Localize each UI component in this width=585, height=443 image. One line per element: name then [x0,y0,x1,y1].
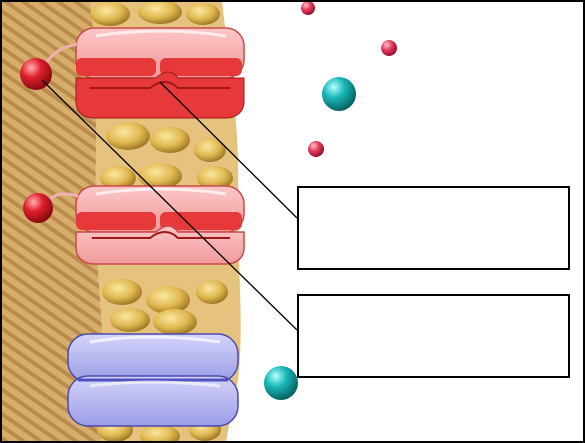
ligand-bead-icon [23,193,53,223]
ion-sphere-icon [322,77,356,111]
ion-channel-icon [75,185,245,265]
small-ion-icon [381,40,397,56]
small-ion-icon [308,141,324,157]
leader-line [159,81,298,219]
ion-channel-icon [67,333,239,427]
label-box-2[interactable] [297,294,570,378]
leader-line [41,79,298,331]
ion-channel-icon [75,27,245,119]
lipid-heads [90,0,233,443]
small-ion-icon [301,1,315,15]
ion-sphere-icon [264,366,298,400]
label-box-1[interactable] [297,186,570,270]
